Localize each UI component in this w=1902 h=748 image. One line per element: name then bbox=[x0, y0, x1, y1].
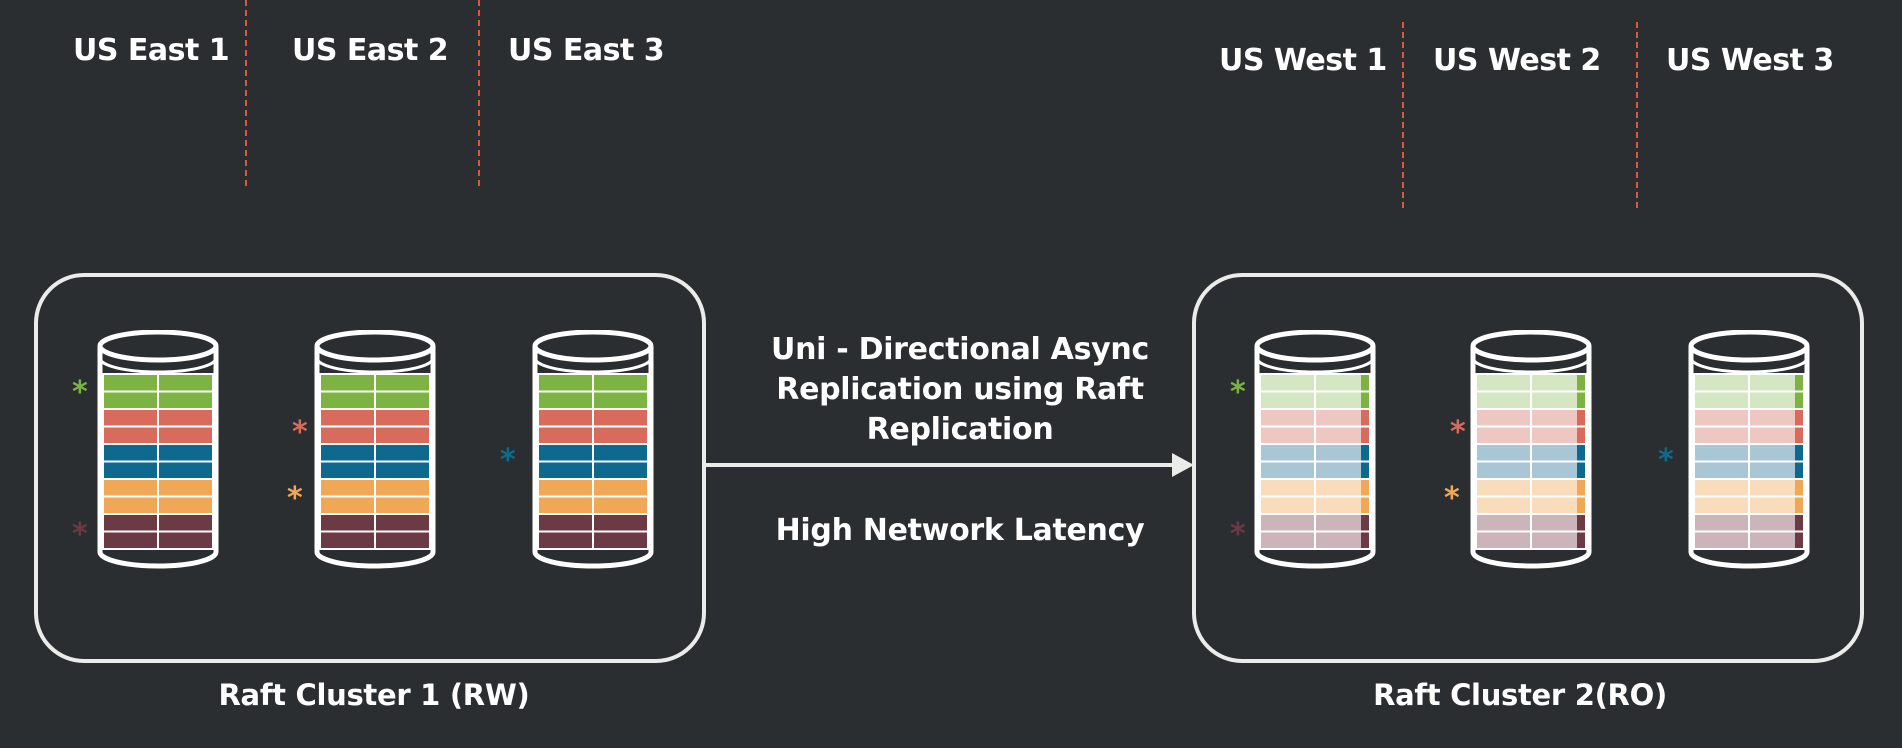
region-label-us-east-2: US East 2 bbox=[292, 33, 449, 68]
latency-label: High Network Latency bbox=[775, 513, 1145, 548]
leader-asterisk-icon: * bbox=[72, 375, 88, 410]
leader-asterisk-icon: * bbox=[500, 443, 516, 478]
region-divider bbox=[1402, 22, 1404, 208]
cluster-1-label: Raft Cluster 1 (RW) bbox=[218, 678, 530, 712]
leader-asterisk-icon: * bbox=[72, 517, 88, 552]
region-label-us-west-3: US West 3 bbox=[1666, 43, 1834, 78]
raft-cluster-2-box bbox=[1192, 273, 1864, 663]
region-divider bbox=[478, 0, 480, 186]
leader-asterisk-icon: * bbox=[292, 415, 308, 450]
replication-line-3: Replication bbox=[866, 412, 1054, 447]
replication-arrow bbox=[706, 453, 1194, 477]
database-replica-icon bbox=[1470, 330, 1592, 569]
leader-asterisk-icon: * bbox=[1450, 415, 1466, 450]
database-icon bbox=[532, 330, 654, 569]
replication-line-1: Uni - Directional Async bbox=[771, 332, 1149, 367]
leader-asterisk-icon: * bbox=[1230, 375, 1246, 410]
leader-asterisk-icon: * bbox=[1444, 481, 1460, 516]
replication-description: Uni - Directional Async Replication usin… bbox=[740, 330, 1180, 450]
region-divider bbox=[1636, 22, 1638, 208]
leader-asterisk-icon: * bbox=[1658, 443, 1674, 478]
region-label-us-east-1: US East 1 bbox=[73, 33, 230, 68]
database-icon bbox=[314, 330, 436, 569]
database-icon bbox=[97, 330, 219, 569]
region-label-us-west-1: US West 1 bbox=[1219, 43, 1387, 78]
leader-asterisk-icon: * bbox=[287, 481, 303, 516]
region-label-us-east-3: US East 3 bbox=[508, 33, 665, 68]
database-replica-icon bbox=[1688, 330, 1810, 569]
region-divider bbox=[245, 0, 247, 186]
region-label-us-west-2: US West 2 bbox=[1433, 43, 1601, 78]
raft-cluster-1-box bbox=[34, 273, 706, 663]
cluster-2-label: Raft Cluster 2(RO) bbox=[1373, 678, 1667, 712]
database-replica-icon bbox=[1254, 330, 1376, 569]
leader-asterisk-icon: * bbox=[1230, 517, 1246, 552]
replication-line-2: Replication using Raft bbox=[776, 372, 1144, 407]
